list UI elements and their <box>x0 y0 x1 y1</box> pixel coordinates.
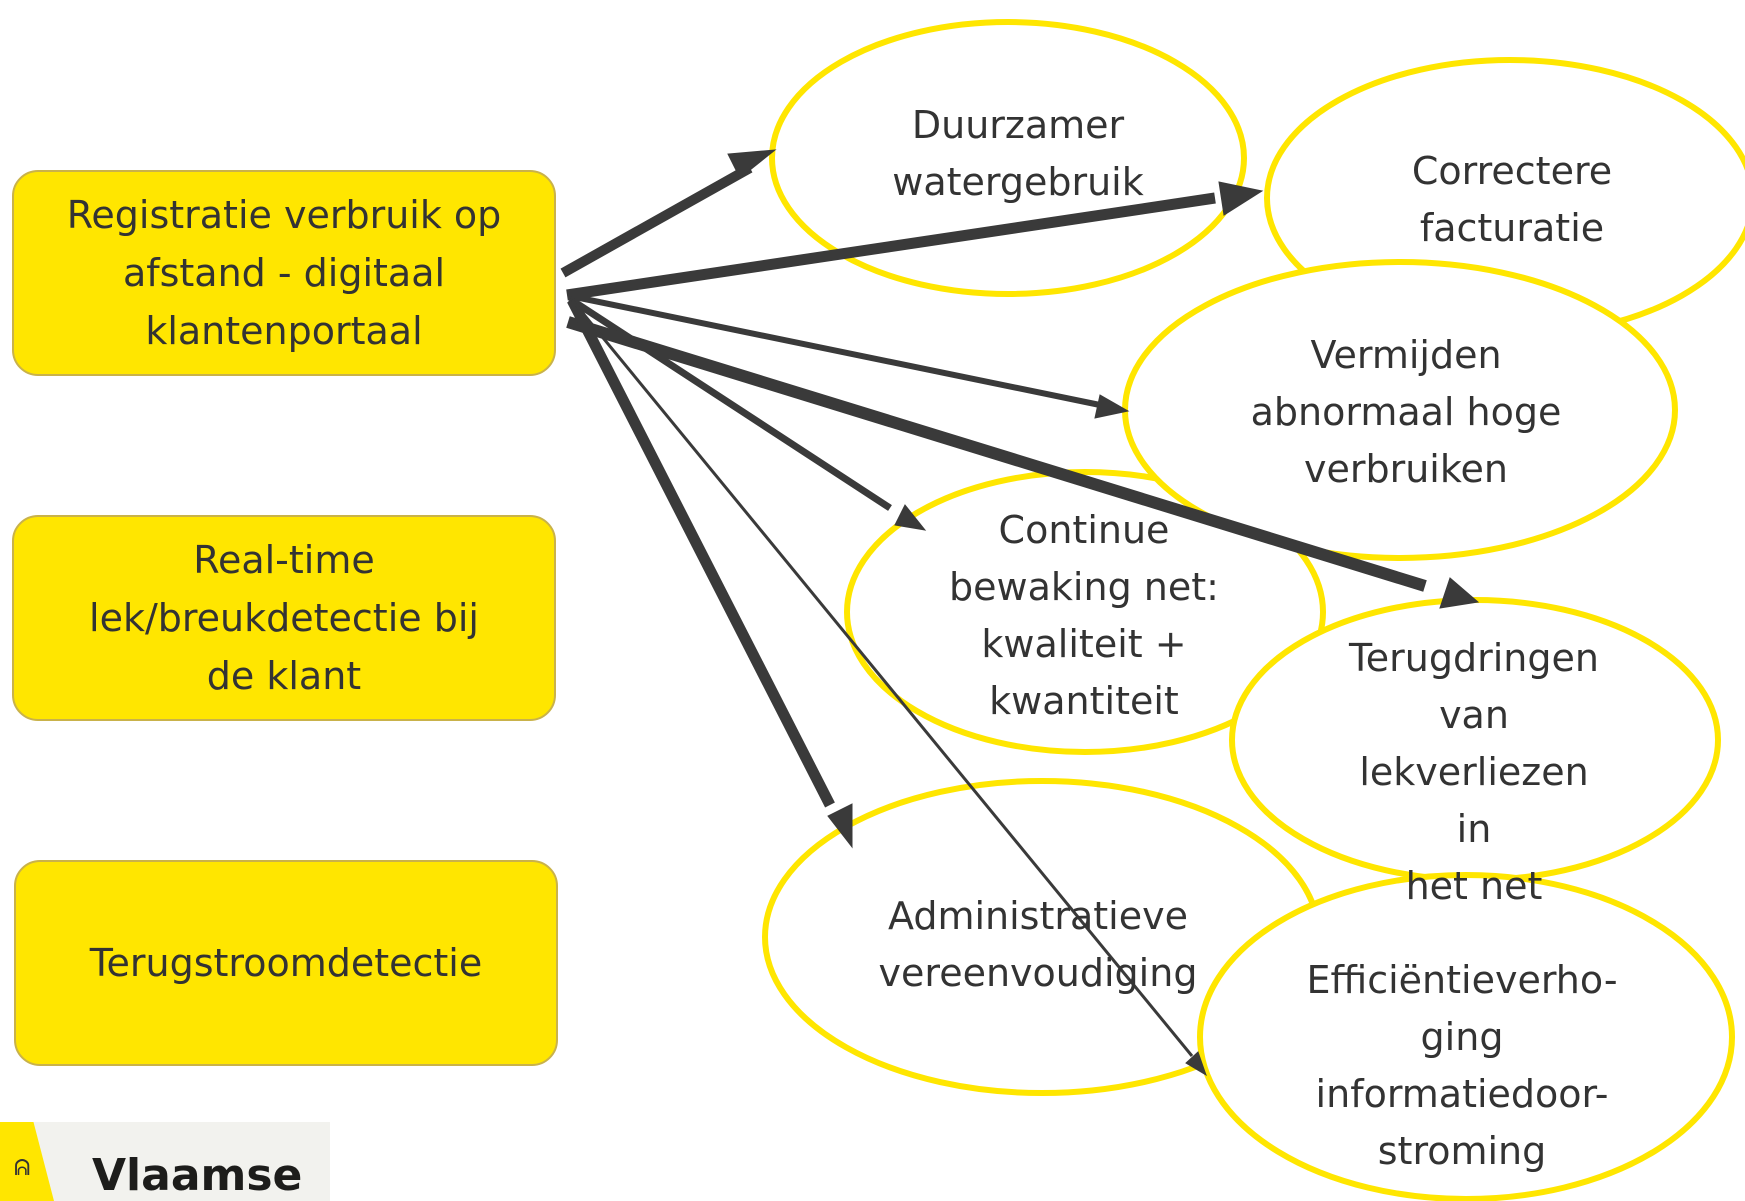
arrow-to-efficientie <box>570 299 1194 1057</box>
effect-label-vermijden: Vermijden abnormaal hoge verbruiken <box>1250 333 1562 491</box>
arrow-to-administratieve <box>567 297 835 808</box>
arrowhead-efficientie <box>1185 1051 1207 1077</box>
cause-label-registratie: Registratie verbruik op afstand - digita… <box>66 193 502 353</box>
arrowhead-correctere <box>1218 181 1264 216</box>
effect-ellipse-duurzamer <box>769 19 1247 297</box>
cause-label-terugstroom: Terugstroomdetectie <box>89 941 483 985</box>
cause-box-terugstroom: Terugstroomdetectie <box>14 860 558 1066</box>
cause-label-realtime: Real-time lek/breukdetectie bij de klant <box>89 538 479 698</box>
effect-label-efficientie: Efficiëntieverho- ging informatiedoor- s… <box>1306 958 1618 1173</box>
arrowhead-administratieve <box>827 803 853 849</box>
effect-label-duurzamer: Duurzamer watergebruik <box>892 103 1144 204</box>
effect-label-correctere: Correctere facturatie <box>1411 149 1613 250</box>
arrowhead-duurzamer <box>727 149 777 179</box>
arrowhead-terugdringen <box>1439 577 1480 609</box>
arrow-to-correctere <box>566 192 1216 301</box>
effect-label-administratieve: Administratieve vereenvoudiging <box>878 894 1198 995</box>
effect-ellipse-efficientie <box>1197 872 1735 1201</box>
logo-text: Vlaamse <box>92 1150 303 1201</box>
effect-label-continue: Continue bewaking net: kwaliteit + kwant… <box>949 508 1219 723</box>
cause-box-realtime: Real-time lek/breukdetectie bij de klant <box>12 515 556 721</box>
arrow-to-terugdringen <box>566 316 1427 592</box>
arrowhead-vermijden <box>1094 394 1130 419</box>
arrow-to-duurzamer <box>560 163 753 278</box>
effect-ellipse-continue <box>844 469 1326 755</box>
cause-box-registratie: Registratie verbruik op afstand - digita… <box>12 170 556 376</box>
lion-icon: ᕱ <box>0 1122 54 1201</box>
arrowhead-continue <box>894 504 927 531</box>
arrow-to-vermijden <box>569 293 1101 408</box>
vlaamse-overheid-logo: ᕱ Vlaamse <box>0 1122 330 1201</box>
effect-label-terugdringen: Terugdringen van lekverliezen in het net <box>1349 636 1599 908</box>
